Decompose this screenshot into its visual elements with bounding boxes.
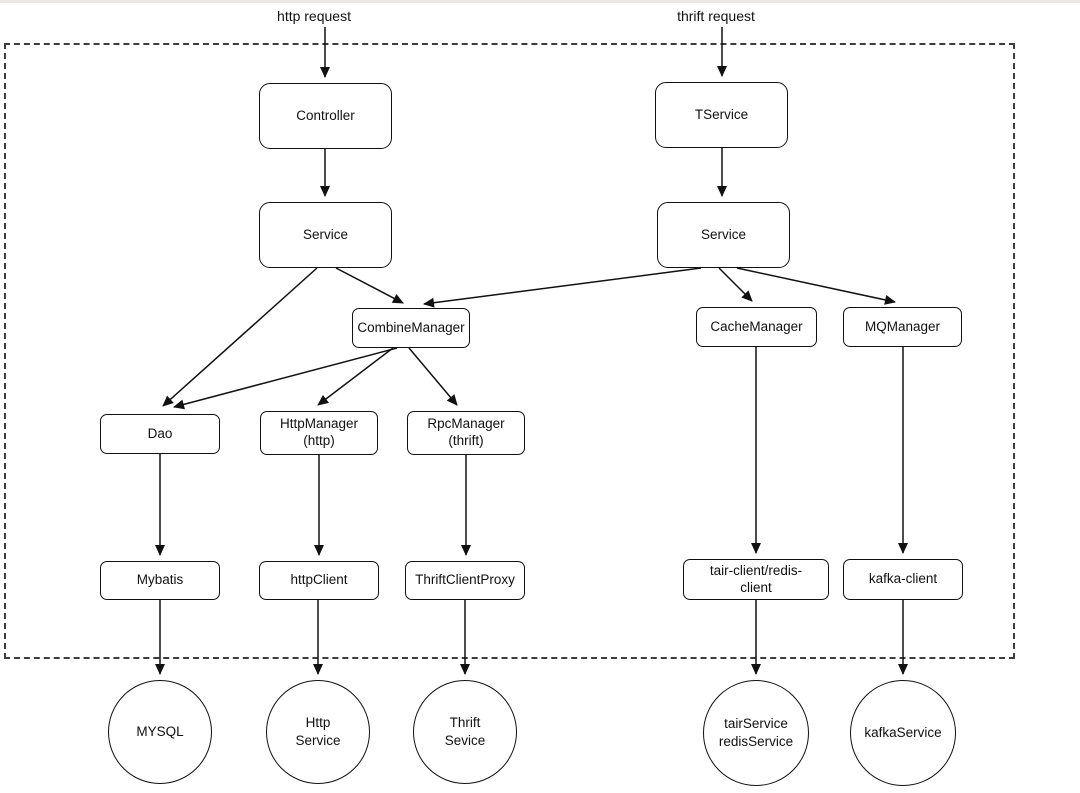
circle-kafka-service: kafkaService [850, 680, 956, 786]
node-rpc-manager: RpcManager (thrift) [407, 411, 525, 455]
node-tair-redis-client: tair-client/redis- client [683, 559, 829, 600]
node-cache-manager: CacheManager [696, 307, 817, 347]
circle-tair-redis-service: tairService redisService [703, 680, 809, 786]
node-http-manager: HttpManager (http) [260, 411, 378, 455]
node-controller: Controller [259, 83, 392, 149]
circle-http-service: Http Service [266, 680, 370, 784]
top-strip [0, 0, 1080, 3]
circle-thrift-service: Thrift Sevice [413, 680, 517, 784]
node-tservice: TService [655, 82, 788, 148]
thrift-request-label: thrift request [677, 8, 755, 24]
node-http-client: httpClient [259, 561, 379, 600]
node-dao: Dao [100, 414, 220, 454]
service-boundary-dashed-box [4, 43, 1015, 659]
node-thrift-client-proxy: ThriftClientProxy [405, 561, 525, 600]
circle-mysql: MYSQL [108, 680, 212, 784]
node-service-thrift: Service [657, 202, 790, 268]
node-mybatis: Mybatis [100, 561, 220, 600]
node-kafka-client: kafka-client [843, 559, 963, 600]
http-request-label: http request [277, 8, 351, 24]
node-combine-manager: CombineManager [352, 308, 470, 348]
node-service-http: Service [259, 202, 392, 268]
node-mq-manager: MQManager [843, 307, 962, 347]
